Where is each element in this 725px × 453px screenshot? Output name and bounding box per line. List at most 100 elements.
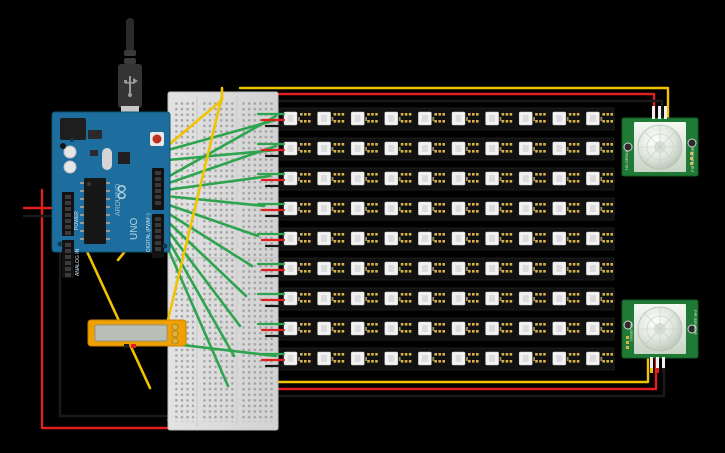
digital-header[interactable]: DIGITAL (PWM~) [146,168,164,258]
led-pixel[interactable] [384,261,412,276]
led-pixel[interactable] [350,141,378,156]
led-pixel[interactable] [485,201,513,216]
led-pixel[interactable] [384,111,412,126]
led-pixel[interactable] [418,171,445,186]
led-pixel[interactable] [384,231,412,246]
led-pixel[interactable] [384,321,412,336]
led-pixel[interactable] [317,141,345,156]
led-pixel[interactable] [317,321,345,336]
led-pixel[interactable] [518,291,546,306]
led-pixel[interactable] [485,111,513,126]
led-pixel[interactable] [317,111,345,126]
led-pixel[interactable] [418,321,445,336]
led-pixel[interactable] [586,321,613,336]
led-pixel[interactable] [418,261,445,276]
led-pixel[interactable] [451,321,479,336]
led-pixel[interactable] [518,111,546,126]
led-pixel[interactable] [451,351,479,366]
led-pixel[interactable] [350,231,378,246]
led-pixel[interactable] [451,171,479,186]
led-pixel[interactable] [418,111,445,126]
reset-button[interactable] [152,134,162,144]
led-pixel[interactable] [586,201,613,216]
led-pixel[interactable] [418,351,445,366]
led-pixel[interactable] [552,261,580,276]
led-pixel[interactable] [317,261,345,276]
led-pixel[interactable] [586,351,613,366]
led-pixel[interactable] [485,231,513,246]
led-pixel[interactable] [451,261,479,276]
led-pixel[interactable] [418,291,445,306]
led-pixel[interactable] [384,141,412,156]
led-pixel[interactable] [485,261,513,276]
led-pixel[interactable] [552,201,580,216]
led-pixel[interactable] [552,351,580,366]
led-pixel[interactable] [283,261,311,276]
led-pixel[interactable] [283,111,311,126]
led-pixel[interactable] [451,141,479,156]
led-pixel[interactable] [283,291,311,306]
led-pixel[interactable] [283,321,311,336]
led-pixel[interactable] [451,231,479,246]
led-pixel[interactable] [518,141,546,156]
led-pixel[interactable] [283,351,311,366]
led-pixel[interactable] [485,141,513,156]
led-pixel[interactable] [350,321,378,336]
led-pixel[interactable] [586,261,613,276]
led-pixel[interactable] [350,111,378,126]
led-pixel[interactable] [350,291,378,306]
led-pixel[interactable] [384,171,412,186]
led-pixel[interactable] [485,171,513,186]
led-pixel[interactable] [518,321,546,336]
power-header[interactable]: POWER [62,192,80,236]
led-pixel[interactable] [384,351,412,366]
led-pixel[interactable] [552,111,580,126]
led-pixel[interactable] [552,291,580,306]
led-pixel[interactable] [350,261,378,276]
led-pixel[interactable] [317,201,345,216]
led-pixel[interactable] [518,171,546,186]
led-pixel[interactable] [451,291,479,306]
led-pixel[interactable] [518,231,546,246]
led-pixel[interactable] [317,291,345,306]
led-pixel[interactable] [451,111,479,126]
led-pixel[interactable] [283,201,311,216]
led-pixel[interactable] [552,321,580,336]
led-pixel[interactable] [317,231,345,246]
led-pixel[interactable] [518,351,546,366]
led-pixel[interactable] [552,141,580,156]
led-pixel[interactable] [586,141,613,156]
pir-sensor-top[interactable]: HC-SR501 PIR SENSOR [621,106,699,177]
analog-header[interactable]: ANALOG IN [62,240,81,278]
led-pixel[interactable] [485,291,513,306]
led-pixel[interactable] [350,351,378,366]
led-pixel[interactable] [283,231,311,246]
led-pixel[interactable] [317,171,345,186]
led-pixel[interactable] [552,231,580,246]
led-pixel[interactable] [586,111,613,126]
led-pixel[interactable] [384,291,412,306]
led-pixel[interactable] [586,171,613,186]
led-pixel[interactable] [451,201,479,216]
led-pixel[interactable] [418,141,445,156]
led-pixel[interactable] [418,231,445,246]
led-pixel[interactable] [283,141,311,156]
lcd-module[interactable] [87,319,187,348]
led-pixel[interactable] [283,171,311,186]
led-pixel[interactable] [418,201,445,216]
led-pixel[interactable] [384,201,412,216]
led-pixel[interactable] [350,171,378,186]
breadboard[interactable]: + - [167,91,279,431]
arduino-uno-board[interactable]: POWER ANALOG IN DIGITAL (PWM [51,111,171,278]
led-pixel[interactable] [586,291,613,306]
led-pixel[interactable] [317,351,345,366]
led-pixel[interactable] [552,171,580,186]
led-pixel[interactable] [518,261,546,276]
pir-sensor-bottom[interactable]: HC-SR501 PIR SENSOR [621,299,699,373]
led-pixel[interactable] [485,351,513,366]
led-pixel[interactable] [485,321,513,336]
led-pixel[interactable] [586,231,613,246]
led-pixel[interactable] [350,201,378,216]
led-matrix[interactable] [277,107,615,371]
